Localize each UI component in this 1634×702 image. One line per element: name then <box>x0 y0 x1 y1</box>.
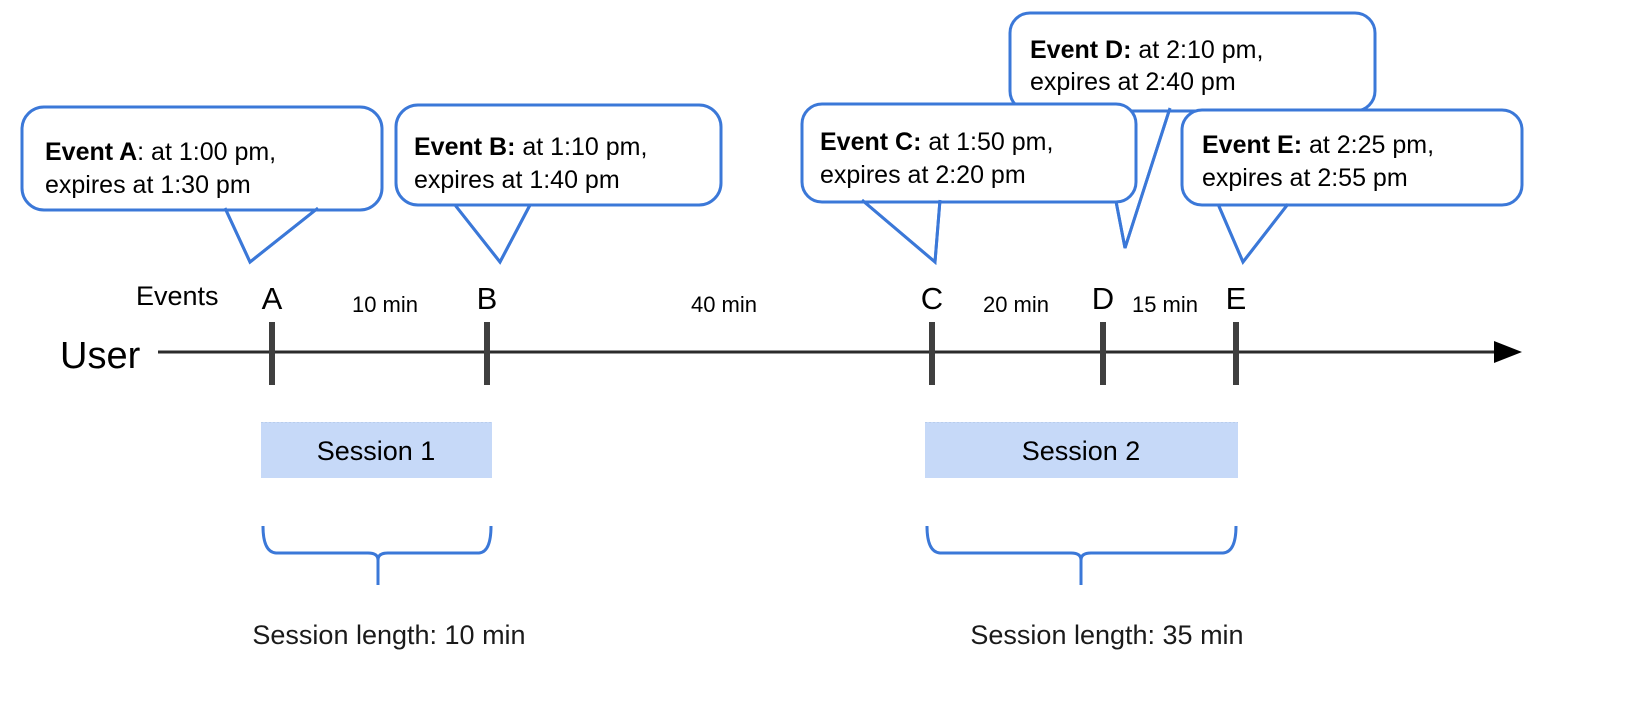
callout-d-line1: Event D: at 2:10 pm, <box>1030 36 1263 64</box>
session-1[interactable]: Session 1 Session length: 10 min <box>252 422 526 650</box>
event-tick-e[interactable]: E <box>1226 281 1247 385</box>
gap-label-c-d: 20 min <box>983 292 1049 317</box>
session-2-label: Session 2 <box>1022 436 1141 466</box>
callout-event-b[interactable]: Event B: at 1:10 pm, expires at 1:40 pm <box>394 103 723 265</box>
events-row-label: Events <box>136 281 219 311</box>
callout-e-line1: Event E: at 2:25 pm, <box>1202 131 1434 159</box>
callout-c-line2: expires at 2:20 pm <box>820 161 1026 189</box>
callout-c-line1: Event C: at 1:50 pm, <box>820 128 1053 156</box>
callout-e-line2: expires at 2:55 pm <box>1202 164 1408 192</box>
callout-b-line2: expires at 1:40 pm <box>414 166 620 194</box>
event-letter-e: E <box>1226 281 1247 316</box>
callout-e-tail <box>1215 202 1292 265</box>
gap-label-a-b: 10 min <box>352 292 418 317</box>
event-letter-d: D <box>1092 281 1114 316</box>
session-1-bar <box>261 422 492 478</box>
session-1-brace <box>261 525 493 585</box>
callout-a-tail-outline <box>223 206 319 265</box>
event-tick-d[interactable]: D <box>1092 281 1114 385</box>
session-1-label: Session 1 <box>317 436 436 466</box>
callout-a-line2: expires at 1:30 pm <box>45 171 251 199</box>
callout-b-line1: Event B: at 1:10 pm, <box>414 133 647 161</box>
callout-e-box <box>1180 108 1524 207</box>
timeline-axis <box>158 341 1522 363</box>
callout-d-line2: expires at 2:40 pm <box>1030 68 1236 96</box>
session-2[interactable]: Session 2 Session length: 35 min <box>925 422 1244 650</box>
event-tick-b[interactable]: B <box>477 281 498 385</box>
callout-event-a[interactable]: Event A: at 1:00 pm, expires at 1:30 pm <box>20 105 384 265</box>
event-letter-b: B <box>477 281 498 316</box>
callout-event-c[interactable]: Event C: at 1:50 pm, expires at 2:20 pm <box>800 102 1138 266</box>
callout-a-box <box>20 105 384 212</box>
gap-label-d-e: 15 min <box>1132 292 1198 317</box>
session-2-caption: Session length: 35 min <box>970 620 1243 650</box>
event-tick-c[interactable]: C <box>921 281 943 385</box>
event-letter-c: C <box>921 281 943 316</box>
callout-b-box <box>394 103 723 207</box>
session-2-brace <box>925 525 1238 585</box>
event-letter-a: A <box>262 281 283 316</box>
axis-arrow-icon <box>1494 341 1522 363</box>
callout-event-e[interactable]: Event E: at 2:25 pm, expires at 2:55 pm <box>1180 108 1524 265</box>
session-1-caption: Session length: 10 min <box>252 620 525 650</box>
callout-e-tail-outline <box>1216 203 1290 265</box>
callout-c-box <box>800 102 1138 204</box>
callout-a-line1: Event A: at 1:00 pm, <box>45 138 276 166</box>
callout-c-tail-outline <box>861 198 942 266</box>
session-2-bar <box>925 422 1238 478</box>
user-row-label: User <box>60 335 141 377</box>
callout-b-tail-outline <box>453 204 532 265</box>
gap-label-b-c: 40 min <box>691 292 757 317</box>
event-tick-a[interactable]: A <box>262 281 283 385</box>
